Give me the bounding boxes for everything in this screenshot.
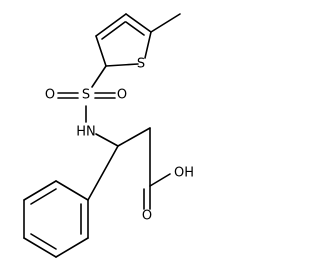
bond-ph-4 — [23, 237, 57, 258]
bond-n-ch — [95, 133, 119, 147]
bond-c5-c4-inner — [125, 21, 145, 36]
bond-ch-phenyl — [87, 145, 119, 201]
bond-ph-1 — [55, 180, 89, 201]
bond-c-oh — [149, 173, 171, 187]
bond-c3-c2 — [95, 35, 107, 67]
bond-ch-ch2 — [117, 127, 151, 147]
bond-c4-c3-inner — [101, 21, 126, 40]
bond-ph-5 — [55, 237, 89, 258]
bond-c4-c3 — [95, 13, 127, 37]
bond-c2-sulfonyl — [91, 65, 107, 88]
bond-c5-c4 — [125, 13, 152, 33]
atom-label-thiophene-s: S — [137, 57, 145, 72]
thiophene-ring — [95, 13, 152, 67]
chemical-structure: S S O O HN OH O — [23, 13, 194, 258]
sulfonyl-bonds — [57, 92, 116, 99]
bond-c2-s — [105, 63, 139, 67]
bond-ph-2 — [23, 180, 57, 201]
phenyl-ring — [23, 180, 89, 258]
bond-ph-inner-2 — [30, 233, 57, 250]
bond-ph-inner-1 — [30, 188, 57, 205]
atom-label-hydroxyl: OH — [174, 166, 194, 181]
bond-methyl — [150, 13, 181, 33]
atom-label-carbonyl-o: O — [142, 209, 152, 224]
bond-s-c5 — [144, 31, 152, 59]
atom-label-oxygen-right: O — [117, 88, 127, 103]
atom-label-nh: HN — [76, 125, 96, 140]
atom-label-oxygen-left: O — [45, 88, 55, 103]
atom-label-sulfonyl-s: S — [82, 88, 90, 103]
